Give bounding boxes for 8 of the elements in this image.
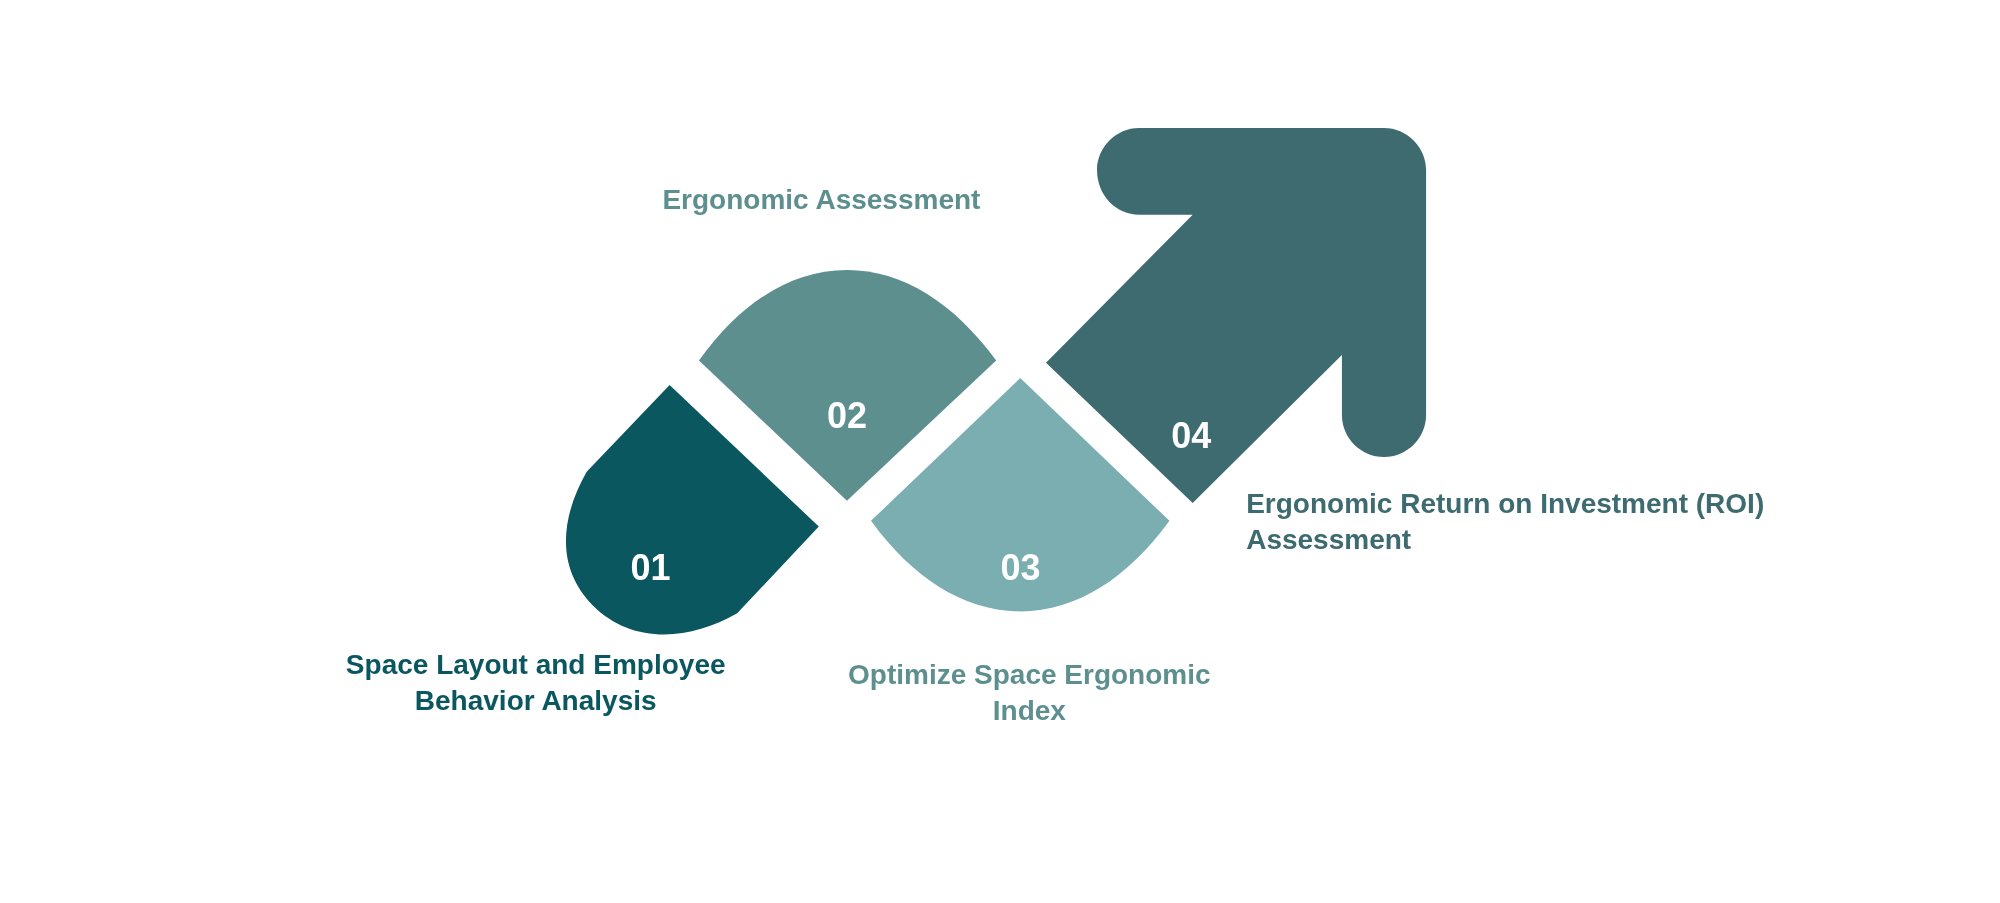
step-number: 03: [1000, 549, 1041, 586]
step-caption: Ergonomic Return on Investment (ROI) Assessment: [1246, 486, 1766, 558]
step-caption: Ergonomic Assessment: [661, 183, 982, 218]
step-caption: Optimize Space Ergonomic Index: [847, 657, 1212, 729]
step-number: 01: [630, 549, 671, 586]
step-number: 02: [826, 397, 867, 434]
step-caption: Space Layout and Employee Behavior Analysis: [344, 647, 727, 719]
step-number: 04: [1171, 418, 1212, 455]
